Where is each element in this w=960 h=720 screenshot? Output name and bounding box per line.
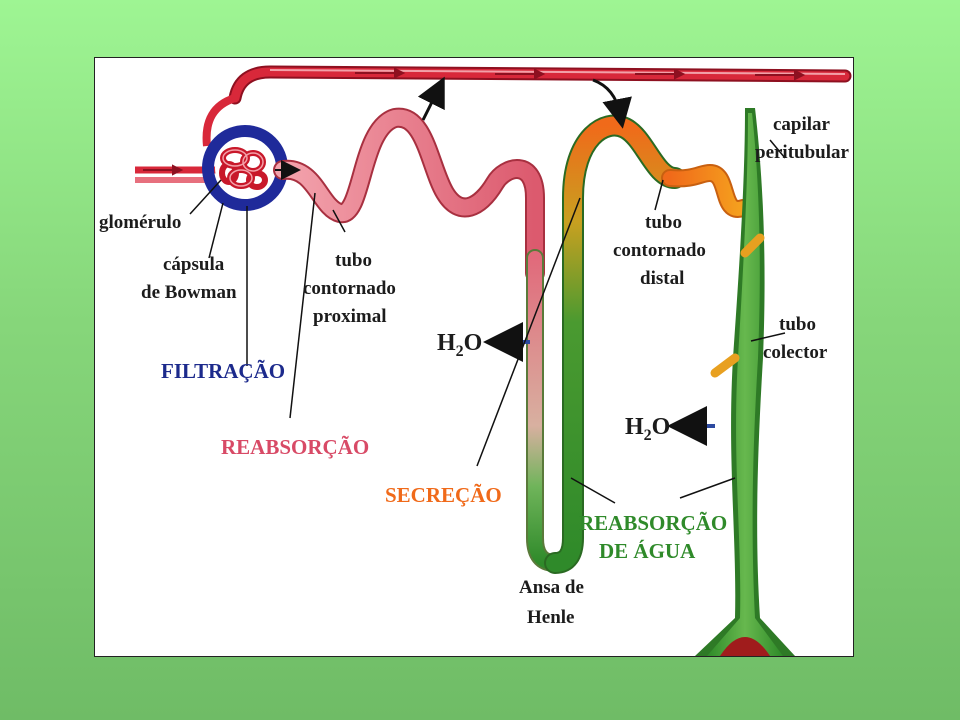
label-colector-1: tubo — [779, 314, 816, 335]
collecting-duct — [707, 113, 783, 656]
capillary-highlight — [269, 69, 846, 75]
reabsorption-arrow — [417, 76, 445, 121]
leader-lines — [189, 139, 786, 504]
label-tcp-3: proximal — [313, 306, 387, 327]
loop-of-henle-ascending-fill — [546, 116, 684, 572]
collecting-duct-base — [720, 637, 770, 656]
label-glomerulo: glomérulo — [99, 212, 181, 233]
nephron-diagram-panel: H2O H2O glomérulo cápsula de Bowman tubo… — [94, 57, 854, 657]
label-colector-2: colector — [763, 342, 828, 363]
capillary-flow-arrows — [143, 67, 806, 176]
label-tcd-3: distal — [640, 268, 684, 289]
label-filtracao: FILTRAÇÃO — [161, 359, 285, 383]
loop-of-henle-descending-fill — [528, 251, 562, 570]
label-capsula-2: de Bowman — [141, 282, 237, 303]
label-capsula-1: cápsula — [163, 254, 225, 275]
collecting-duct-branch-upper — [740, 233, 765, 258]
label-capilar-1: capilar — [773, 114, 831, 135]
label-tcp-1: tubo — [335, 250, 372, 271]
label-tcd-2: contornado — [613, 240, 706, 261]
label-reabsorcao: REABSORÇÃO — [221, 435, 369, 459]
proximal-tubule-fill — [275, 109, 543, 281]
label-reabsorcao-agua-2: DE ÁGUA — [599, 539, 696, 563]
label-henle-2: Henle — [527, 607, 575, 628]
nephron-diagram: H2O H2O glomérulo cápsula de Bowman tubo… — [99, 65, 852, 656]
glomerulus-highlight — [222, 149, 264, 187]
label-capilar-2: peritubular — [755, 142, 850, 163]
label-henle-1: Ansa de — [519, 577, 584, 598]
h2o-label-collector: H2O — [625, 414, 670, 444]
label-secrecao: SECREÇÃO — [385, 483, 502, 507]
peritubular-capillary-fill — [230, 67, 850, 103]
collecting-duct-branch-lower — [710, 353, 740, 378]
label-reabsorcao-agua-1: REABSORÇÃO — [579, 511, 727, 535]
label-tcp-2: contornado — [303, 278, 396, 299]
label-tcd-1: tubo — [645, 212, 682, 233]
afferent-arteriole — [202, 94, 237, 147]
h2o-label-henle: H2O — [437, 330, 482, 360]
secretion-arrow — [592, 78, 632, 129]
distal-tubule-fill — [663, 165, 750, 216]
